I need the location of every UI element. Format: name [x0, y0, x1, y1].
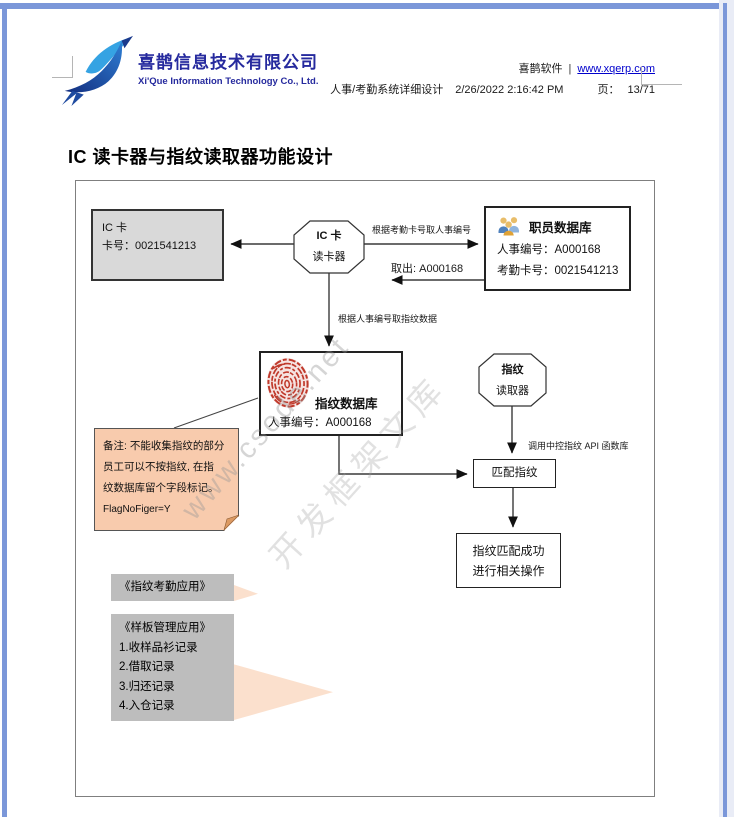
product-name: 喜鹊软件	[518, 63, 563, 75]
note-line2: 员工可以不按指纹, 在指	[103, 461, 214, 473]
label-call-api: 调用中控指纹 API 函数库	[528, 441, 629, 451]
match-fingerprint-box: 匹配指纹	[473, 459, 556, 488]
remark-note: 备注: 不能收集指纹的部分 员工可以不按指纹, 在指 纹数据库留个字段标记。 F…	[94, 428, 239, 531]
note-fold-corner	[223, 514, 240, 531]
header-doc-line: 人事/考勤系统详细设计 2/26/2022 2:16:42 PM 页： 13/71	[330, 81, 655, 97]
app-sample-management: 《样板管理应用》 1.收样品衫记录 2.借取记录 3.归还记录 4.入仓记录	[111, 614, 234, 721]
fingerprint-db-title: 指纹数据库	[315, 397, 378, 411]
margin-mark	[641, 84, 682, 85]
fingerprint-db-person-id: 人事编号：A000168	[268, 417, 372, 429]
website-link[interactable]: www.xqerp.com	[577, 63, 655, 75]
ic-reader-octagon	[293, 220, 365, 274]
label-get-fingerprint: 根据人事编号取指纹数据	[338, 314, 438, 324]
app2-item: 4.入仓记录	[119, 700, 175, 712]
header-right: 喜鹊软件 | www.xqerp.com 人事/考勤系统详细设计 2/26/2022 …	[330, 60, 655, 97]
staff-db-header: 职员数据库	[497, 216, 629, 236]
company-name-block: 喜鹊信息技术有限公司 Xi'Que Information Technology…	[138, 48, 318, 87]
note-flag-code: FlagNoFiger=Y	[103, 504, 171, 515]
fp-reader-label: 指纹 读取器	[479, 360, 546, 402]
doc-datetime: 2/26/2022 2:16:42 PM	[455, 84, 564, 96]
company-logo-bird-icon	[61, 35, 133, 106]
staff-db-title: 职员数据库	[529, 220, 592, 235]
note-line3: 纹数据库留个字段标记。	[103, 482, 219, 494]
fp-reader-line1: 指纹	[501, 364, 524, 376]
ic-card-number: 卡号：0021541213	[102, 240, 197, 252]
fp-reader-line2: 读取器	[496, 385, 529, 397]
app2-title: 《样板管理应用》	[119, 622, 211, 634]
ic-card-box: IC 卡 卡号：0021541213	[91, 209, 224, 281]
app-fingerprint-attendance: 《指纹考勤应用》	[111, 574, 234, 601]
label-get-person-id: 根据考勤卡号取人事编号	[372, 225, 472, 235]
page-title: IC 读卡器与指纹读取器功能设计	[68, 147, 333, 168]
ic-card-line1: IC 卡	[102, 222, 128, 234]
staff-db-person-id: 人事编号：A000168	[497, 244, 601, 256]
page-label: 页：	[597, 84, 620, 96]
margin-mark	[641, 66, 642, 85]
doc-title: 人事/考勤系统详细设计	[330, 84, 444, 96]
app2-item: 3.归还记录	[119, 680, 175, 693]
ic-reader-line1: IC 卡	[316, 230, 342, 242]
label-fetch-result: 取出: A000168	[391, 263, 464, 275]
fingerprint-db-box: 指纹数据库 人事编号：A000168	[259, 351, 403, 436]
window-border-left	[2, 3, 7, 817]
success-line2: 进行相关操作	[472, 564, 545, 578]
app2-item: 2.借取记录	[119, 661, 175, 673]
staff-db-card-no: 考勤卡号：0021541213	[497, 265, 619, 277]
company-name-en: Xi'Que Information Technology Co., Ltd.	[138, 76, 319, 87]
header-product-line: 喜鹊软件 | www.xqerp.com	[330, 60, 656, 76]
separator: |	[568, 63, 572, 75]
ic-reader-label: IC 卡 读卡器	[294, 226, 364, 268]
company-name-cn: 喜鹊信息技术有限公司	[138, 53, 318, 72]
match-success-box: 指纹匹配成功 进行相关操作	[456, 533, 561, 588]
flowchart-canvas: www.csode.net 开发框架文库 IC 卡 卡号：0021541213 …	[75, 180, 655, 797]
success-line1: 指纹匹配成功	[472, 544, 545, 558]
fingerprint-icon	[266, 358, 310, 408]
window-border-right	[723, 3, 727, 817]
people-icon	[498, 217, 519, 236]
staff-db-box: 职员数据库 人事编号：A000168 考勤卡号：0021541213	[484, 206, 631, 291]
margin-mark	[52, 77, 72, 78]
fp-reader-octagon	[478, 353, 547, 407]
flowchart-connectors	[173, 220, 547, 528]
margin-mark	[72, 56, 73, 78]
company-logo: 喜鹊信息技术有限公司 Xi'Que Information Technology…	[58, 34, 318, 106]
app2-item: 1.收样品衫记录	[119, 641, 198, 654]
note-line1: 备注: 不能收集指纹的部分	[103, 440, 225, 452]
ic-reader-line2: 读卡器	[312, 251, 346, 263]
window-border-top	[0, 3, 734, 9]
page-number: 13/71	[627, 84, 655, 96]
